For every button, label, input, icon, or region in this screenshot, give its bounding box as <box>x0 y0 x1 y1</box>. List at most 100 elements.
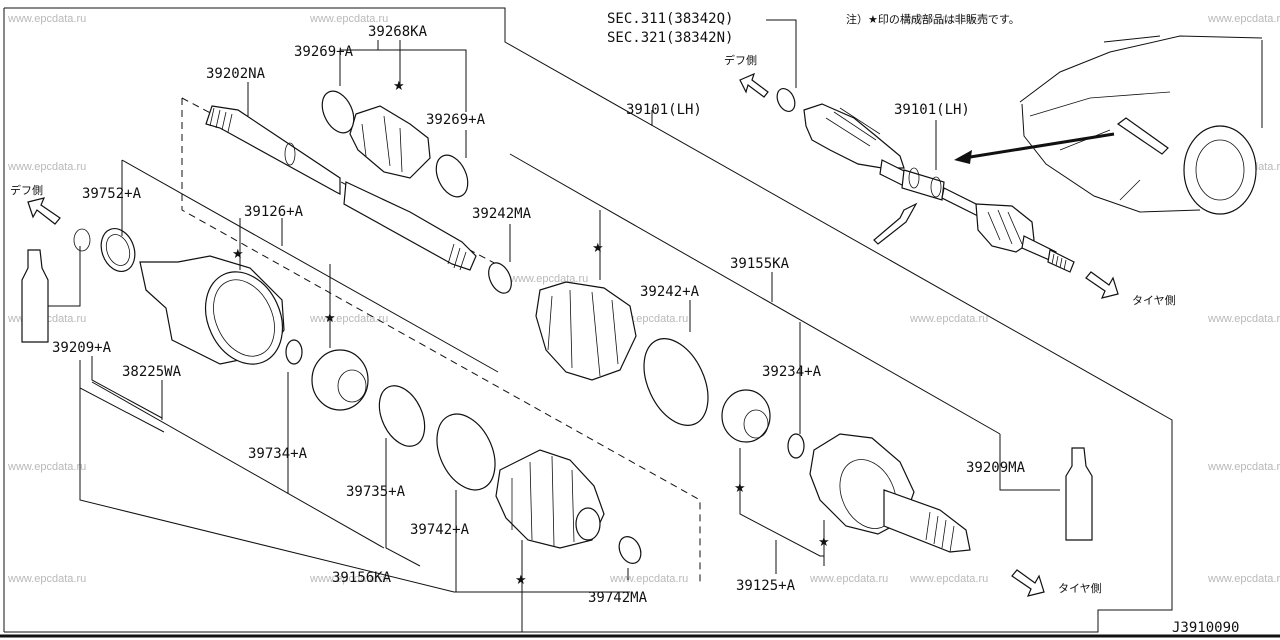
part-label-39101LH[interactable]: 39101(LH) <box>626 102 702 118</box>
part-label-39752A[interactable]: 39752+A <box>82 186 142 202</box>
star-icon: ★ <box>515 573 527 588</box>
joint-bore <box>337 369 367 403</box>
band-39242A[interactable] <box>631 328 721 435</box>
frame <box>0 7 1280 638</box>
housing-mouth <box>204 271 284 365</box>
part-label-39735A[interactable]: 39735+A <box>346 484 406 500</box>
sec-ref-321[interactable]: SEC.321(38342N) <box>607 30 733 46</box>
part-label-39126A[interactable]: 39126+A <box>244 204 304 220</box>
band-39742A[interactable] <box>426 405 507 499</box>
snap-ring[interactable] <box>73 228 91 252</box>
car-body <box>1019 35 1263 213</box>
tire-side-label: タイヤ側 <box>1132 294 1176 307</box>
boot-39242MA[interactable] <box>535 281 637 381</box>
clamp-39742MA[interactable] <box>615 533 645 567</box>
damper-ring <box>930 176 942 198</box>
boot-folds <box>825 107 881 147</box>
part-label-39101LH[interactable]: 39101(LH) <box>894 102 970 118</box>
inner-shaft-group <box>21 86 701 584</box>
part-label-39202NA[interactable]: 39202NA <box>206 66 266 82</box>
watermark: www.epcdata.ru <box>309 13 388 25</box>
watermark: www.epcdata.ru <box>909 13 988 25</box>
spline <box>925 511 955 553</box>
part-label-39125A[interactable]: 39125+A <box>736 578 796 594</box>
boot-folds <box>547 289 619 377</box>
part-label-39234A[interactable]: 39234+A <box>762 364 822 380</box>
sec-ref-311[interactable]: SEC.311(38342Q) <box>607 11 733 27</box>
grease-tube-39209MA[interactable] <box>1065 447 1093 541</box>
part-label-39742A[interactable]: 39742+A <box>410 522 470 538</box>
leader-39735A <box>385 438 421 567</box>
group-bracket-dashed <box>181 98 701 584</box>
shaft-39202NA[interactable] <box>205 105 341 195</box>
boot-folds <box>987 209 1023 245</box>
non-sale-note: 注）★印の構成部品は非販売です。 <box>846 12 1020 26</box>
leader-39126A <box>239 218 331 348</box>
watermark: www.epcdata.ru <box>309 313 388 325</box>
part-label-39242MA[interactable]: 39242MA <box>472 206 532 222</box>
grease-tube-39209A[interactable] <box>21 249 49 343</box>
part-label-39155KA[interactable]: 39155KA <box>730 256 790 272</box>
star-icon: ★ <box>734 481 746 496</box>
star-icon: ★ <box>592 241 604 256</box>
part-label-39209A[interactable]: 39209+A <box>52 340 112 356</box>
star-icon: ★ <box>324 311 336 326</box>
snap-ring-39234A[interactable] <box>787 433 805 459</box>
boot-folds <box>511 455 575 547</box>
watermark: www.epcdata.ru <box>609 573 688 585</box>
direction-tire-bottom: タイヤ側 <box>1011 569 1102 597</box>
arrow-down-icon <box>873 202 918 245</box>
part-label-39242A[interactable]: 39242+A <box>640 284 700 300</box>
oil-seal[interactable] <box>774 86 799 115</box>
damper-ring <box>908 167 920 189</box>
direction-diff-left: デフ側 <box>10 183 61 225</box>
part-label-39734A[interactable]: 39734+A <box>248 446 308 462</box>
car-wheel-inner <box>1195 139 1245 201</box>
watermark: www.epcdata.ru <box>809 573 888 585</box>
seal-39752A[interactable] <box>95 224 140 276</box>
clamp-39269A[interactable] <box>430 150 474 202</box>
part-label-39268KA[interactable]: 39268KA <box>368 24 428 40</box>
boot-39268KA[interactable] <box>349 105 431 179</box>
leader-38225WA-2 <box>91 380 385 549</box>
star-icon: ★ <box>818 535 830 550</box>
locator-arrow <box>963 132 1115 160</box>
direction-diff-upper: デフ側 <box>724 53 769 98</box>
part-label-39269A[interactable]: 39269+A <box>426 112 486 128</box>
shaft-39202NA-lower[interactable] <box>343 181 477 271</box>
assembled-driveshaft-lh[interactable] <box>774 86 1075 273</box>
leader-39752A <box>121 159 499 373</box>
watermark: www.epcdata.ru <box>7 13 86 25</box>
outer-joint-group <box>484 259 1093 553</box>
arrow-tire-icon <box>1011 569 1045 597</box>
joint-39126A[interactable] <box>311 349 369 411</box>
part-label-39156KA[interactable]: 39156KA <box>332 570 392 586</box>
leader-38225WA <box>91 356 163 419</box>
part-labels: 39268KA 39269+A 39202NA 39269+A 39101(LH… <box>52 24 1026 606</box>
spline <box>447 243 467 271</box>
shaft-bar <box>941 187 981 217</box>
snap-ring-39734A[interactable] <box>285 339 303 365</box>
ring-39735A[interactable] <box>370 379 433 454</box>
leader-lines <box>48 40 1060 632</box>
part-label-39209MA[interactable]: 39209MA <box>966 460 1026 476</box>
boot-folds <box>361 115 403 173</box>
clamp-39269A[interactable] <box>316 86 360 138</box>
clamp-39242MA[interactable] <box>484 259 516 296</box>
part-label-39742MA[interactable]: 39742MA <box>588 590 648 606</box>
watermark: www.epcdata.ru <box>7 573 86 585</box>
vehicle-outline <box>954 35 1263 215</box>
leader-39156KA <box>79 388 630 593</box>
part-label-38225WA[interactable]: 38225WA <box>122 364 182 380</box>
star-icon: ★ <box>393 79 405 94</box>
diagram-code: J3910090 <box>1172 620 1239 636</box>
part-label-39269A[interactable]: 39269+A <box>294 44 354 60</box>
car-details <box>1029 91 1171 201</box>
damper[interactable] <box>901 169 945 201</box>
joint-bore <box>743 409 769 439</box>
housing-mouth <box>839 459 897 529</box>
housing-mouth-inner <box>213 279 275 357</box>
watermark: www.epcdata.ru <box>7 161 86 173</box>
watermark: www.epcdata.ru <box>1207 461 1280 473</box>
